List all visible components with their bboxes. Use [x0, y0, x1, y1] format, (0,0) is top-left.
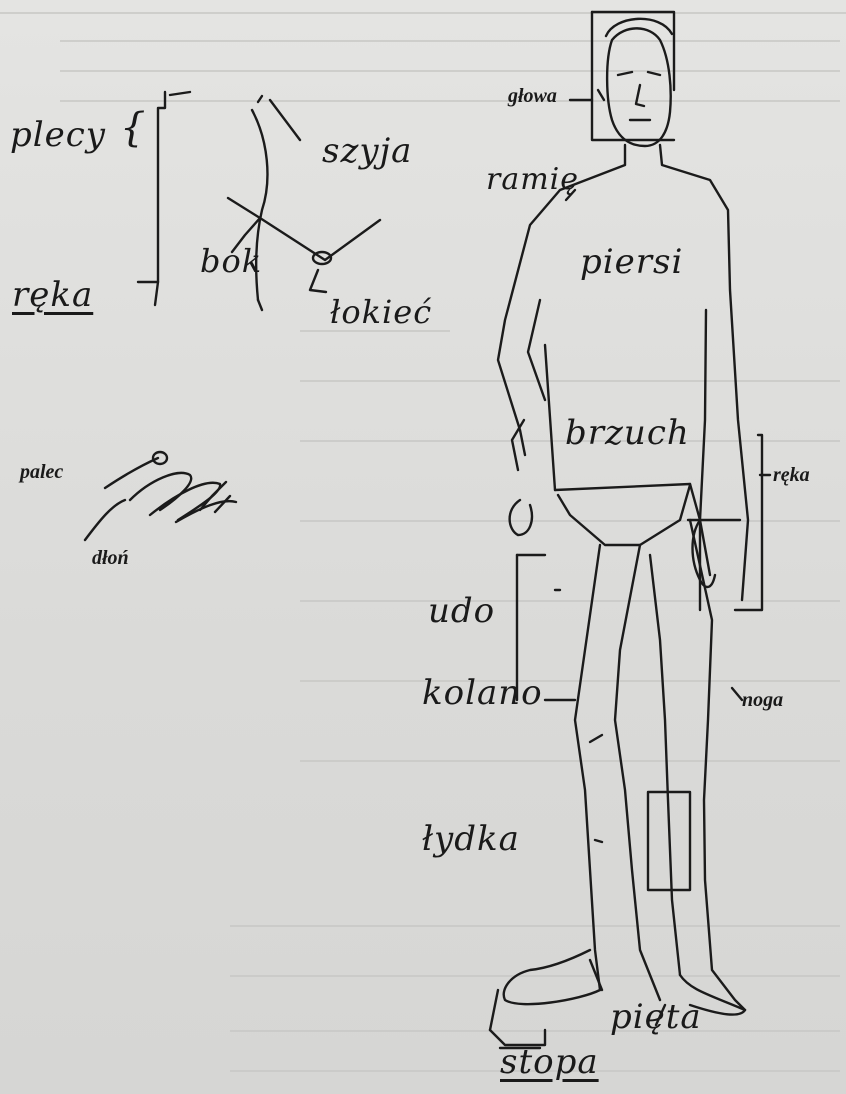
label-piersi: piersi: [580, 245, 683, 279]
label-udo: udo: [428, 594, 495, 628]
hand-sketch: [85, 452, 236, 540]
plecy-brace: {: [120, 108, 146, 148]
label-kolano: kolano: [422, 676, 543, 710]
label-reka-left: ręka: [12, 278, 93, 312]
label-reka-right: ręka: [773, 465, 810, 485]
label-szyja: szyja: [322, 134, 412, 168]
label-stopa: stopa: [500, 1045, 599, 1079]
label-bok: bok: [200, 245, 262, 277]
label-lydka: łydka: [422, 822, 520, 856]
label-brzuch: brzuch: [565, 416, 690, 450]
label-plecy: plecy: [10, 118, 106, 152]
label-lokiec: łokieć: [330, 296, 432, 328]
label-glowa: głowa: [508, 86, 557, 106]
label-pieta: pięta: [610, 1000, 702, 1034]
label-dlon: dłoń: [92, 548, 129, 568]
label-noga: noga: [742, 690, 783, 710]
label-palec: palec: [20, 462, 63, 482]
label-ramie: ramię: [486, 165, 579, 195]
